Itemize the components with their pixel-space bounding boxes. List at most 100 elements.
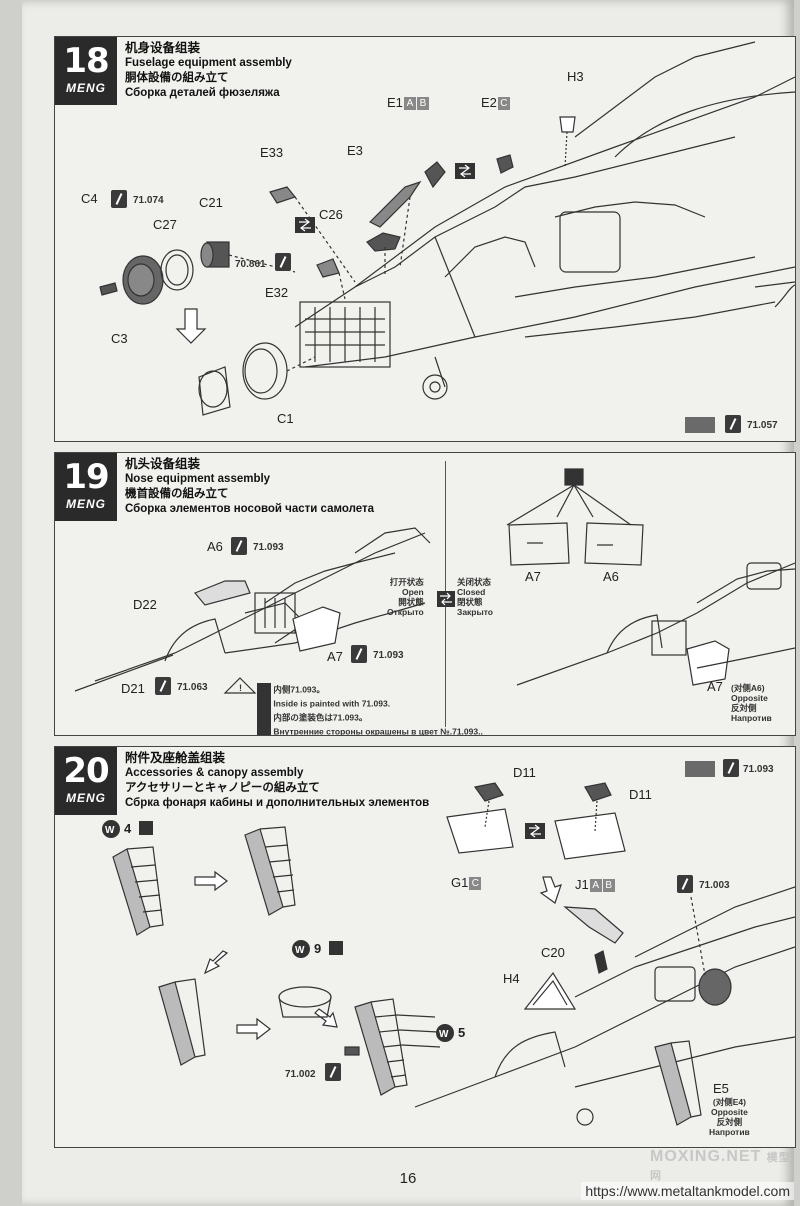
accessories-drawing: W W W: [102, 782, 795, 1126]
swap-icon-19: [437, 591, 455, 607]
note-cn: 内侧71.093。: [273, 684, 325, 695]
closed-state-cn: 关闭状态: [457, 577, 492, 587]
step-20-title-ru: Сбрка фонаря кабины и дополнительных эле…: [125, 797, 430, 809]
note-en: Inside is painted with 71.093.: [273, 698, 391, 709]
box-g1-c: C: [469, 877, 482, 891]
closed-state-jp: 閉状態: [457, 597, 483, 607]
open-state-jp: 開状態: [398, 597, 424, 607]
step-20-titles: 附件及座舱盖组装 Accessories & canopy assembly ア…: [125, 751, 429, 811]
source-url: https://www.metaltankmodel.com: [581, 1182, 794, 1200]
step-18-titles: 机身设备组装 Fuselage equipment assembly 胴体設備の…: [125, 41, 292, 101]
label-c20: C20: [541, 945, 565, 960]
watermark: MOXING.NET 模型网: [650, 1148, 794, 1184]
label-right-a6: A6: [603, 569, 619, 584]
label-e5: E5: [713, 1081, 729, 1096]
step-18-number: 18: [63, 41, 109, 81]
step-20-badge: 20 MENG: [55, 747, 117, 815]
corner-paint-code-20: 71.093: [743, 764, 774, 775]
step-20-title-jp: アクセサリーとキャノピーの組み立て: [125, 782, 320, 794]
paint-d21-icon: [155, 677, 171, 695]
label-g1-text: G1: [451, 875, 469, 890]
label-e33: E33: [260, 145, 284, 160]
e5-opp-en: Opposite: [710, 1107, 748, 1117]
label-c3: C3: [111, 331, 128, 346]
nose-drawing-left: !: [74, 527, 431, 694]
label-e32: E32: [265, 285, 289, 300]
box-e1-a: A: [403, 97, 416, 111]
open-state-en: Open: [402, 587, 424, 597]
step-18-title-jp: 胴体設備の組み立て: [125, 72, 229, 84]
label-right-a7: A7: [525, 569, 541, 584]
paint-71002-icon: [325, 1063, 341, 1081]
closed-state-label: 关闭状态 Closed 閉状態 Закрыто: [457, 577, 493, 617]
note-cn-icon: [257, 683, 271, 697]
closed-state-en: Closed: [457, 587, 486, 597]
step-18-badge: 18 MENG: [55, 37, 117, 105]
label-w5-count: 5: [458, 1025, 466, 1040]
step-18-panel: 18 MENG 机身设备组装 Fuselage equipment assemb…: [54, 36, 796, 442]
label-e2-text: E2: [481, 95, 497, 110]
note-row-en: Inside is painted with 71.093.: [255, 697, 483, 711]
a7-opposite-notes: (对侧A6) Opposite 反対側 Напротив: [731, 683, 772, 723]
note-row-cn: 内侧71.093。: [255, 683, 483, 697]
note-ru: Внутренние стороны окрашены в цвет №.71.…: [273, 726, 483, 736]
label-c1: C1: [277, 411, 294, 426]
closed-state-ru: Закрыто: [457, 607, 494, 617]
note-jp: 内部の塗装色は71.093。: [273, 712, 368, 723]
e5-opp-cn: (对侧E4): [712, 1097, 746, 1107]
label-d22: D22: [133, 597, 157, 612]
label-c26: C26: [319, 207, 343, 222]
a7-opp-cn: (对侧A6): [731, 683, 765, 693]
step-19-title-en: Nose equipment assembly: [125, 473, 271, 485]
step-19-titles: 机头设备组装 Nose equipment assembly 機首設備の組み立て…: [125, 457, 374, 517]
label-a7-opposite: A7: [707, 679, 723, 694]
step-19-title-ru: Сборка элементов носовой части самолета: [125, 503, 374, 515]
box-j1-a: A: [589, 879, 602, 893]
step-18-title-en: Fuselage equipment assembly: [125, 57, 292, 69]
paint-d21-code: 71.063: [177, 682, 208, 693]
step-20-panel: 20 MENG 附件及座舱盖组装 Accessories & canopy as…: [54, 746, 796, 1148]
step-18-title-ru: Сборка деталей фюзеляжа: [125, 87, 280, 99]
a7-opp-jp: 反対側: [731, 703, 757, 713]
label-j1-text: J1: [575, 877, 589, 892]
paint-a7-icon: [351, 645, 367, 663]
paint-a6-code: 71.093: [253, 542, 284, 553]
paint-a7-code: 71.093: [373, 650, 404, 661]
label-c27: C27: [153, 217, 177, 232]
step-19-number: 19: [63, 457, 109, 497]
label-e3: E3: [347, 143, 363, 158]
watermark-text: MOXING.NET: [650, 1148, 762, 1165]
step-20-title-cn: 附件及座舱盖组装: [125, 751, 226, 765]
corner-paint-icon-20: [723, 759, 739, 777]
paint-70861-icon: [275, 253, 291, 271]
box-j1-b: B: [602, 879, 615, 893]
label-d11-right: D11: [629, 787, 652, 802]
paint-a6-icon: [231, 537, 247, 555]
step-20-number: 20: [63, 751, 109, 791]
note-en-icon: [257, 697, 271, 711]
step-18-title-cn: 机身设备组装: [125, 41, 201, 55]
note-row-ru: Внутренние стороны окрашены в цвет №.71.…: [255, 725, 483, 736]
paint-71003-icon: [677, 875, 693, 893]
step-19-brand: MENG: [66, 497, 106, 511]
step-20-brand: MENG: [66, 791, 106, 805]
corner-paint-code-18: 71.057: [747, 420, 778, 431]
open-state-ru: Открыто: [387, 607, 424, 617]
label-d11-left: D11: [513, 765, 536, 780]
watermark-cn: 模型网: [650, 1152, 791, 1182]
a7-opp-en: Opposite: [731, 693, 768, 703]
box-e2-c: C: [497, 97, 510, 111]
a7-opp-ru: Напротив: [731, 713, 772, 723]
e5-opp-ru: Напротив: [709, 1127, 750, 1137]
label-h4: H4: [503, 971, 520, 986]
page-number: 16: [399, 1170, 417, 1187]
corner-paint-icon-18: [725, 415, 741, 433]
label-d21: D21: [121, 681, 145, 696]
note-jp-icon: [257, 711, 271, 725]
label-e1-text: E1: [387, 95, 403, 110]
label-c21: C21: [199, 195, 223, 210]
